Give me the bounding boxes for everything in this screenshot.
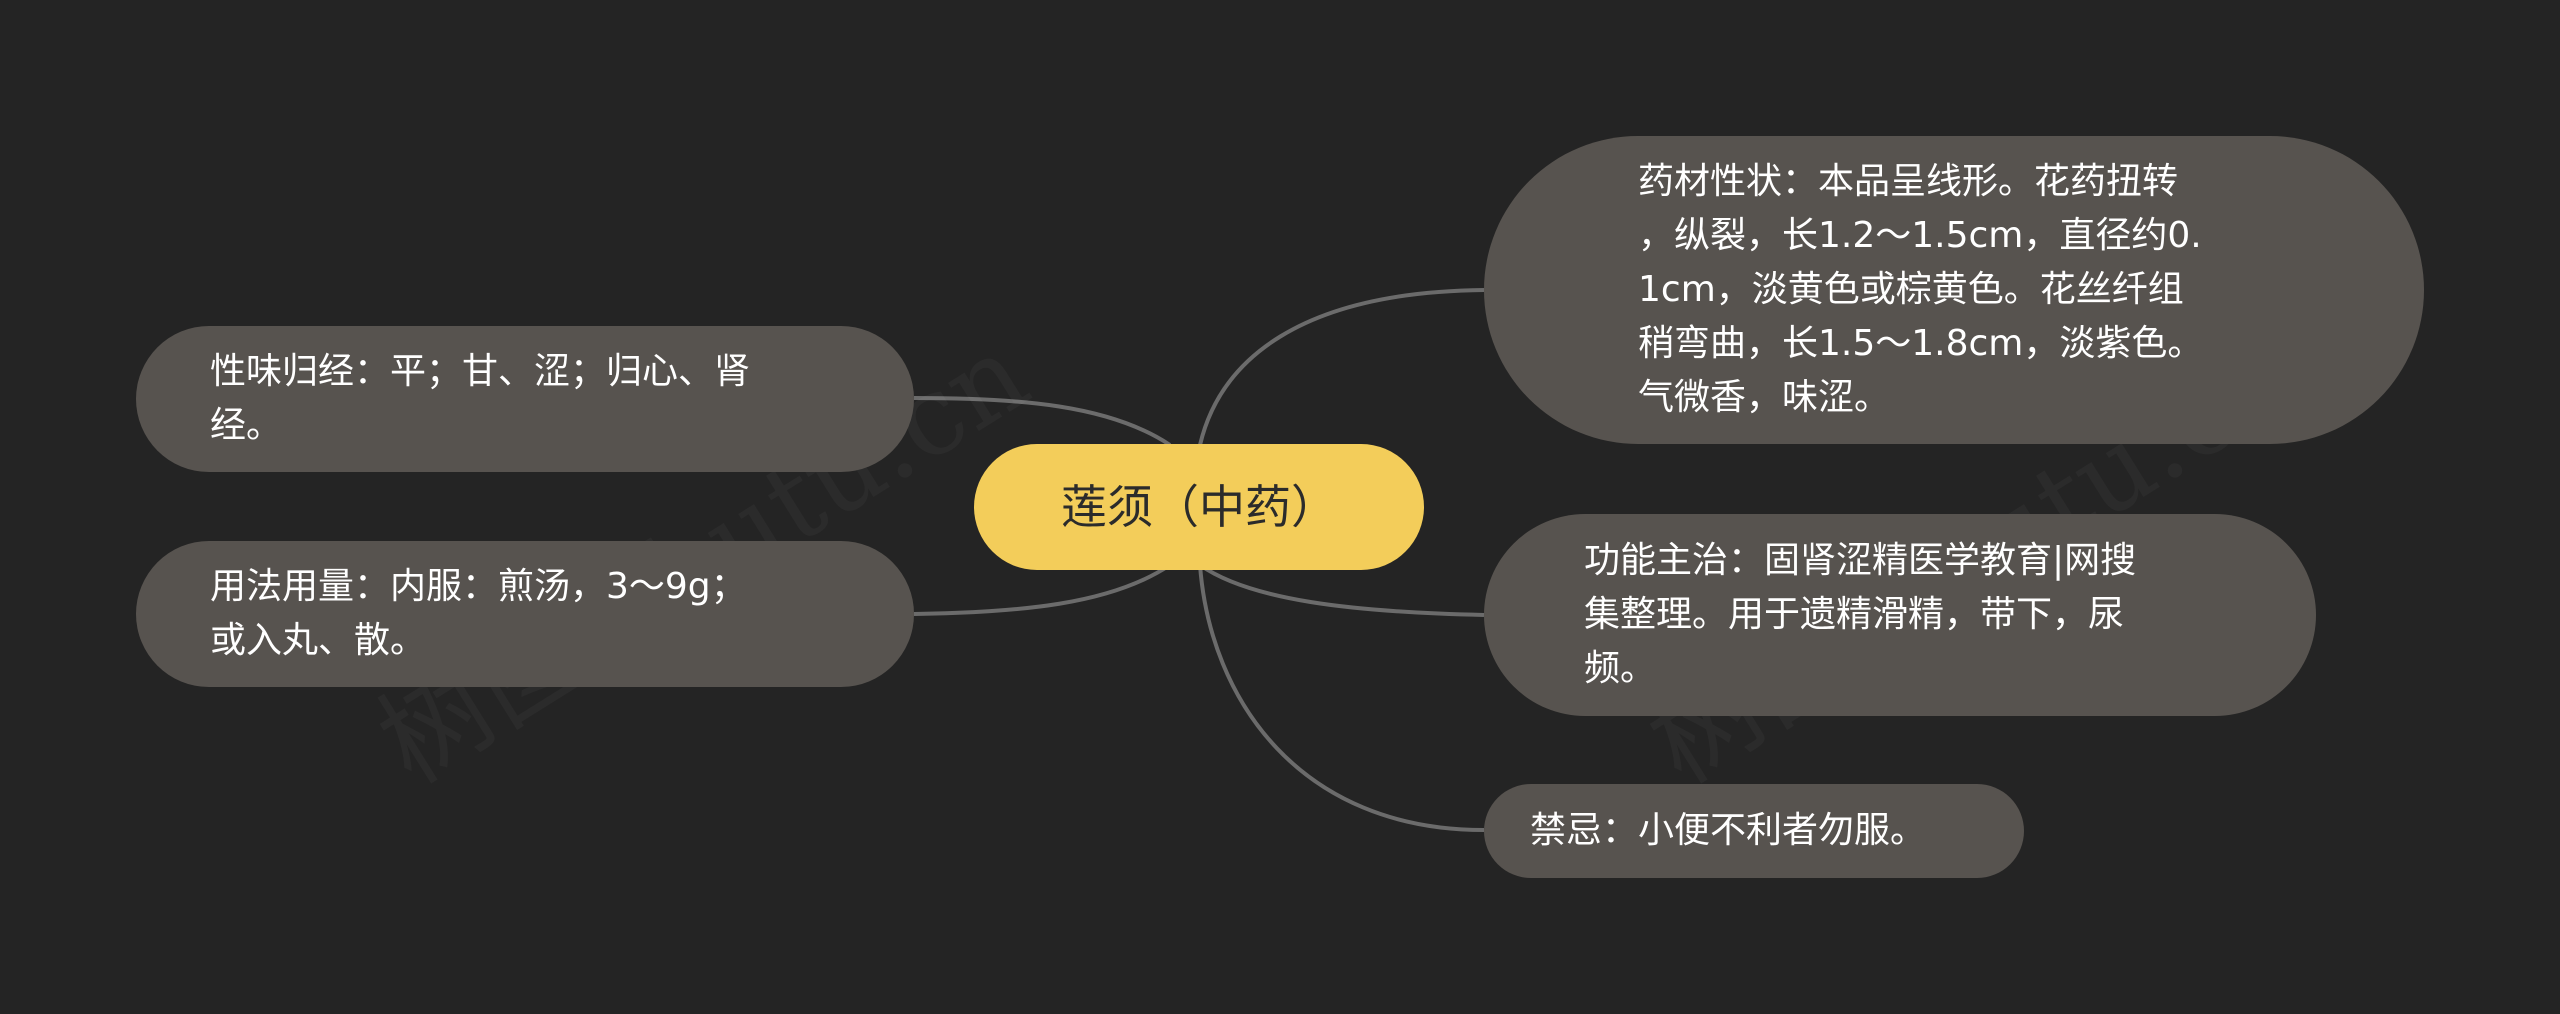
connector-to-functions	[1198, 563, 1485, 617]
branch-contraindications-label: 禁忌：小便不利者勿服。	[1530, 810, 1927, 851]
branch-usage-dosage-label: 用法用量：内服：煎汤，3～9g； 或入丸、散。	[210, 566, 747, 661]
branch-properties[interactable]: 药材性状：本品呈线形。花药扭转 ，纵裂，长1.2～1.5cm，直径约0. 1cm…	[1484, 136, 2424, 444]
branch-functions[interactable]: 功能主治：固肾涩精医学教育|网搜 集整理。用于遗精滑精，带下，尿 频。	[1484, 514, 2316, 716]
branch-usage-dosage[interactable]: 用法用量：内服：煎汤，3～9g； 或入丸、散。	[136, 541, 914, 687]
connector-to-nature	[913, 396, 1172, 447]
connector-to-contraindications	[1198, 564, 1485, 832]
branch-functions-label: 功能主治：固肾涩精医学教育|网搜 集整理。用于遗精滑精，带下，尿 频。	[1584, 540, 2137, 689]
branch-contraindications[interactable]: 禁忌：小便不利者勿服。	[1484, 784, 2024, 878]
connector-to-usage	[913, 563, 1172, 616]
branch-nature-meridian[interactable]: 性味归经：平；甘、涩；归心、肾 经。	[136, 326, 914, 472]
branch-properties-label: 药材性状：本品呈线形。花药扭转 ，纵裂，长1.2～1.5cm，直径约0. 1cm…	[1638, 161, 2204, 418]
connector-to-properties	[1198, 288, 1485, 446]
central-topic-node[interactable]: 莲须（中药）	[974, 444, 1424, 570]
branch-nature-meridian-label: 性味归经：平；甘、涩；归心、肾 经。	[210, 351, 751, 446]
central-topic-label: 莲须（中药）	[1061, 480, 1337, 534]
